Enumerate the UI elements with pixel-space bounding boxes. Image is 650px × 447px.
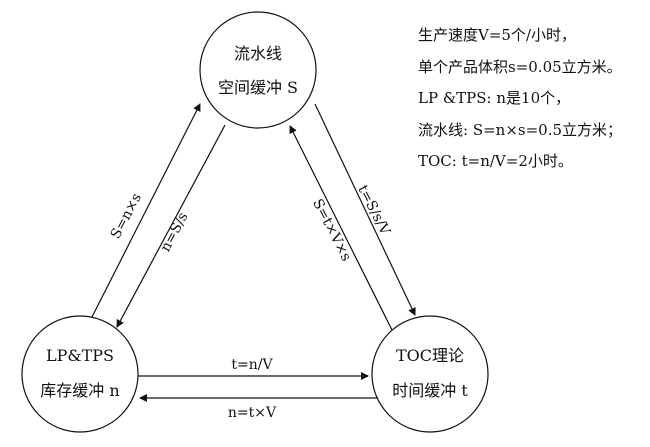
node-pipeline: 流水线 空间缓冲 S — [199, 11, 317, 129]
edge-label-n-equals-s-over-s: n=S/s — [157, 210, 191, 255]
node-toc-subtitle: 时间缓冲 t — [392, 381, 468, 400]
edge-label-s-equals-n-times-s: S=n×s — [108, 191, 145, 242]
edge-label-t-equals-n-over-v: t=n/V — [231, 357, 273, 373]
arrow-pipeline-to-toc — [314, 103, 416, 316]
note-production-rate: 生产速度V=5个/小时， — [418, 26, 576, 44]
note-toc: TOC: t=n/V=2小时。 — [418, 152, 573, 170]
note-pipeline: 流水线: S=n×s=0.5立方米； — [418, 120, 623, 139]
node-toc: TOC理论 时间缓冲 t — [371, 315, 489, 433]
edge-label-n-equals-t-times-v: n=t×V — [228, 405, 277, 421]
node-pipeline-title: 流水线 — [234, 44, 282, 63]
note-unit-volume: 单个产品体积s=0.05立方米。 — [418, 57, 622, 76]
node-toc-title: TOC理论 — [396, 346, 464, 365]
arrow-lp-to-pipeline — [91, 103, 201, 318]
arrow-pipeline-to-lp — [116, 124, 226, 328]
edge-label-s-equals-t-times-v-times-s: S=t×V×s — [309, 196, 354, 264]
notes-panel: 生产速度V=5个/小时， 单个产品体积s=0.05立方米。 LP &TPS: n… — [418, 20, 648, 178]
arrow-toc-to-pipeline — [289, 125, 393, 331]
node-lp-tps-subtitle: 库存缓冲 n — [40, 381, 119, 400]
edge-label-t-equals-s-over-s-over-v: t=S/s/V — [354, 183, 393, 239]
note-lp-tps: LP &TPS: n是10个， — [418, 89, 571, 107]
node-lp-tps-title: LP&TPS — [46, 346, 114, 365]
node-pipeline-subtitle: 空间缓冲 S — [218, 78, 298, 97]
node-lp-tps: LP&TPS 库存缓冲 n — [21, 315, 139, 433]
